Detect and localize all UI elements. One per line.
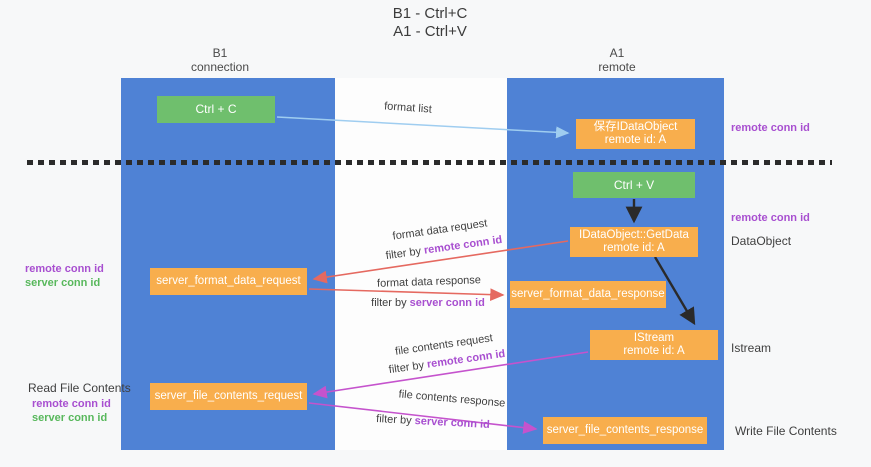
server-file-contents-response-label: server_file_contents_response <box>546 424 704 436</box>
server-file-contents-response-box: server_file_contents_response <box>543 417 707 444</box>
server-conn-id-left-top: server conn id <box>25 277 101 289</box>
column-b1-role: connection <box>190 60 250 74</box>
remote-conn-id-right-mid: remote conn id <box>731 212 810 224</box>
server-format-data-request-box: server_format_data_request <box>150 268 307 295</box>
getdata-line2: remote id: A <box>603 242 665 254</box>
server-conn-id-text: server conn id <box>409 297 485 309</box>
session-divider-dashed-line <box>27 160 832 165</box>
column-a1-name: A1 <box>609 46 625 60</box>
remote-conn-id-left-bottom: remote conn id <box>32 398 111 410</box>
getdata-line1: IDataObject::GetData <box>579 229 689 241</box>
server-format-data-response-box: server_format_data_response <box>510 281 666 308</box>
remote-conn-id-right-top: remote conn id <box>731 122 810 134</box>
diagram-title: B1 - Ctrl+C A1 - Ctrl+V <box>330 5 530 41</box>
istream-line2: remote id: A <box>623 345 685 357</box>
column-header-a1: A1 remote <box>557 46 677 74</box>
istream-side-label: Istream <box>731 341 772 355</box>
ctrl-c-box: Ctrl + C <box>157 96 275 123</box>
title-line-1: B1 - Ctrl+C <box>392 5 468 22</box>
write-file-contents-label: Write File Contents <box>735 424 837 438</box>
server-file-contents-request-box: server_file_contents_request <box>150 383 307 410</box>
read-file-contents-label: Read File Contents <box>28 381 131 395</box>
save-dataobject-line2: remote id: A <box>604 134 667 146</box>
server-format-data-response-label: server_format_data_response <box>511 288 665 300</box>
istream-box: IStream remote id: A <box>590 330 718 360</box>
server-file-contents-request-label: server_file_contents_request <box>154 390 303 402</box>
filter-by-text: filter by <box>371 297 410 309</box>
remote-conn-id-left-top: remote conn id <box>25 263 104 275</box>
column-b1-name: B1 <box>212 46 228 60</box>
column-header-b1: B1 connection <box>160 46 280 74</box>
column-a1-role: remote <box>598 60 636 74</box>
title-line-2: A1 - Ctrl+V <box>393 23 467 40</box>
filter-by-server-conn-id-label-1: filter by server conn id <box>358 297 498 309</box>
save-dataobject-box: 保存IDataObject remote id: A <box>576 119 695 149</box>
server-conn-id-left-bottom: server conn id <box>32 412 108 424</box>
ctrl-c-label: Ctrl + C <box>195 102 237 116</box>
istream-line1: IStream <box>633 332 675 344</box>
filter-by-text: filter by <box>375 413 415 428</box>
server-format-data-request-label: server_format_data_request <box>156 275 301 287</box>
save-dataobject-line1: 保存IDataObject <box>593 121 678 133</box>
getdata-box: IDataObject::GetData remote id: A <box>570 227 698 257</box>
ctrl-v-box: Ctrl + V <box>573 172 695 198</box>
ctrl-v-label: Ctrl + V <box>613 177 655 192</box>
dataobject-label: DataObject <box>731 234 792 248</box>
